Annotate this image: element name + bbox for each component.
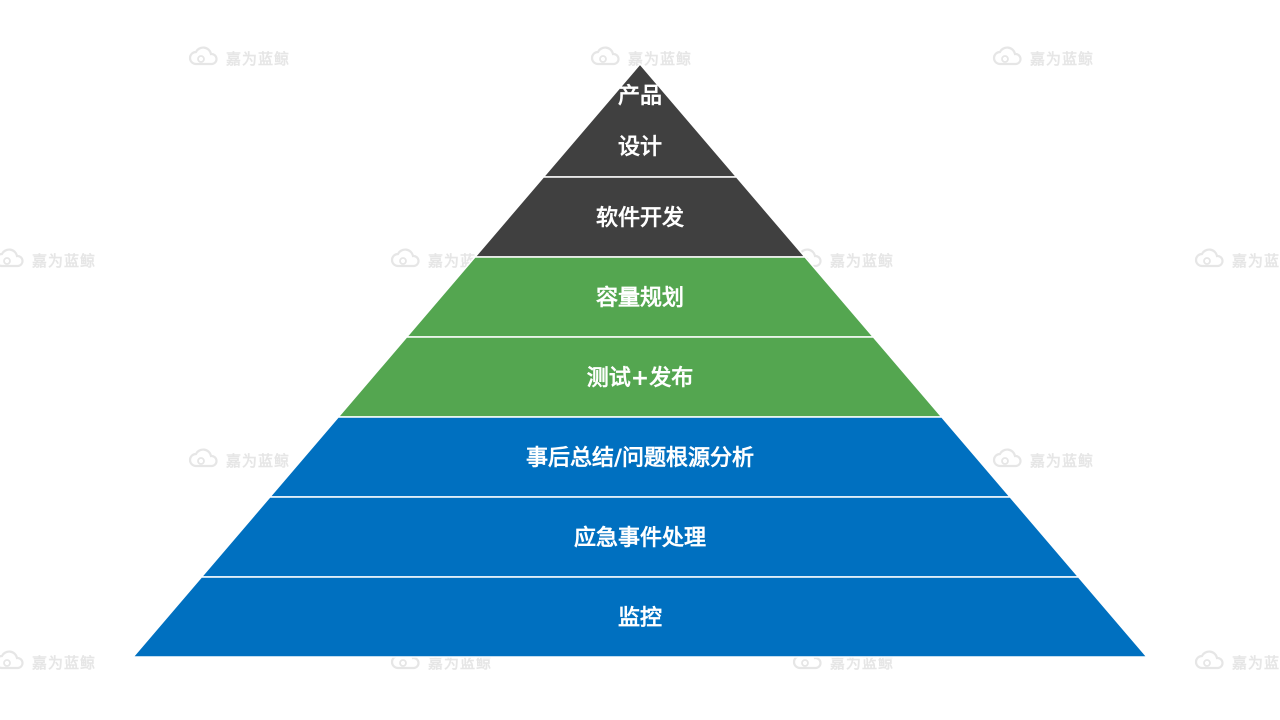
cloud-logo-icon [1194, 650, 1226, 674]
pyramid-layer-label: 应急事件处理 [574, 525, 706, 551]
watermark-text: 嘉为蓝鲸 [32, 653, 97, 672]
watermark: 嘉为蓝鲸 [188, 448, 290, 472]
watermark-text: 嘉为蓝鲸 [1030, 49, 1095, 68]
cloud-logo-icon [188, 46, 220, 70]
watermark-text: 嘉为蓝鲸 [1232, 251, 1280, 270]
pyramid-layer-label: 软件开发 [596, 205, 685, 231]
watermark-text: 嘉为蓝鲸 [226, 451, 291, 470]
cloud-logo-icon [992, 448, 1024, 472]
cloud-logo-icon [188, 448, 220, 472]
watermark-text: 嘉为蓝鲸 [1030, 451, 1095, 470]
watermark-text: 嘉为蓝鲸 [628, 49, 693, 68]
cloud-logo-icon [1194, 248, 1226, 272]
watermark: 嘉为蓝鲸 [1194, 248, 1280, 272]
watermark-text: 嘉为蓝鲸 [830, 653, 895, 672]
watermark: 嘉为蓝鲸 [0, 650, 96, 674]
cloud-logo-icon [590, 46, 622, 70]
watermark: 嘉为蓝鲸 [1194, 650, 1280, 674]
pyramid-layer-label: 测试+发布 [587, 365, 693, 391]
watermark-text: 嘉为蓝鲸 [226, 49, 291, 68]
pyramid-layer-label: 容量规划 [596, 285, 684, 311]
pyramid-layer-label: 产品 [618, 84, 662, 109]
watermark: 嘉为蓝鲸 [0, 248, 96, 272]
watermark-text: 嘉为蓝鲸 [32, 251, 97, 270]
pyramid-layer-1 [541, 62, 739, 178]
pyramid-layer-label: 监控 [618, 605, 662, 631]
watermark: 嘉为蓝鲸 [188, 46, 290, 70]
cloud-logo-icon [390, 248, 422, 272]
cloud-logo-icon [0, 650, 26, 674]
watermark-text: 嘉为蓝鲸 [830, 251, 895, 270]
cloud-logo-icon [992, 46, 1024, 70]
watermark-text: 嘉为蓝鲸 [1232, 653, 1280, 672]
pyramid-layer-7 [131, 576, 1149, 658]
watermark-text: 嘉为蓝鲸 [428, 653, 493, 672]
pyramid-layer-label: 事后总结/问题根源分析 [526, 445, 754, 471]
cloud-logo-icon [0, 248, 26, 272]
watermark: 嘉为蓝鲸 [992, 46, 1094, 70]
watermark: 嘉为蓝鲸 [992, 448, 1094, 472]
watermark: 嘉为蓝鲸 [590, 46, 692, 70]
pyramid-layer-label: 设计 [618, 135, 662, 160]
